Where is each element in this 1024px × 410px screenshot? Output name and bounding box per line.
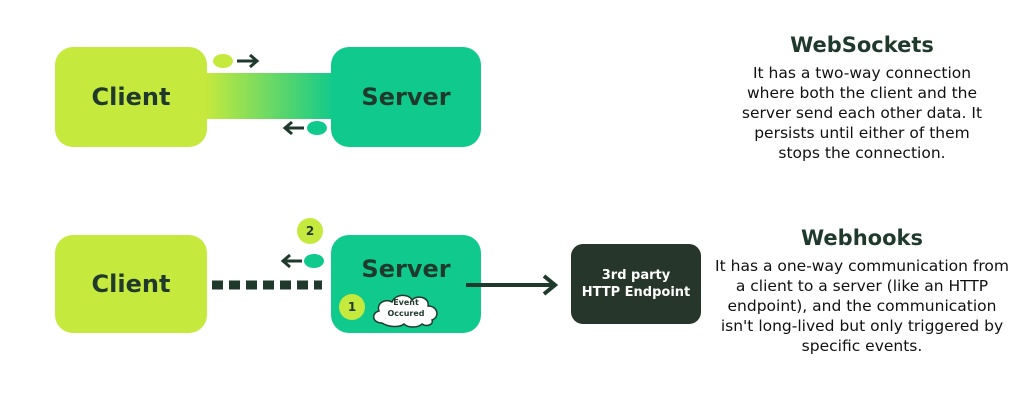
webhook-message-to-client-icon [280, 253, 324, 269]
third-party-label-line1: 3rd party [601, 268, 671, 283]
webhook-client-label: Client [91, 270, 171, 298]
websockets-description: It has a two-way connection where both t… [741, 64, 983, 162]
websocket-message-to-server-icon [213, 53, 260, 69]
webhook-dotted-connection [212, 280, 322, 290]
websocket-connection-band [205, 73, 335, 119]
websocket-server-label: Server [361, 83, 451, 111]
webhooks-heading: Webhooks [801, 226, 923, 250]
event-cloud-icon [373, 294, 438, 328]
webhook-arrow-to-endpoint [466, 274, 559, 296]
third-party-endpoint-box: 3rd party HTTP Endpoint [571, 244, 701, 324]
third-party-label-line2: HTTP Endpoint [581, 285, 691, 300]
websocket-message-to-client-icon [282, 120, 327, 136]
webhook-client-box: Client [55, 235, 207, 333]
websockets-heading: WebSockets [790, 33, 934, 57]
step-1-badge: 1 [339, 294, 365, 320]
websocket-client-box: Client [55, 47, 207, 147]
step-2-badge: 2 [297, 218, 323, 244]
event-occured-label: Event Occured [387, 298, 425, 318]
websocket-client-label: Client [91, 83, 171, 111]
webhook-server-label: Server [361, 255, 451, 283]
webhooks-description: It has a one-way communication from a cl… [715, 257, 1009, 355]
websocket-server-box: Server [331, 47, 481, 147]
